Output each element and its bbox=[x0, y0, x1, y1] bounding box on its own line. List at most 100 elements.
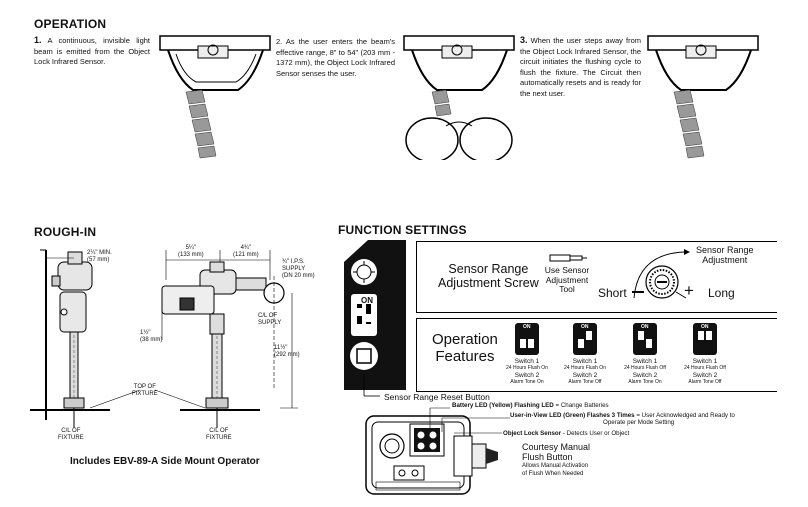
min-dimension: 2¼" MIN. (57 mm) bbox=[87, 250, 112, 264]
use-tool-label: Use Sensor Adjustment Tool bbox=[540, 265, 594, 295]
user-led-rest: = User Acknowledged and Ready to bbox=[634, 412, 735, 419]
sensor-range-line-1: Sensor Range bbox=[448, 262, 529, 276]
rough-in-caption: Includes EBV-89-A Side Mount Operator bbox=[70, 456, 260, 467]
dip-switch-icon bbox=[693, 323, 717, 355]
operation-features-line-2: Features bbox=[435, 348, 495, 365]
top-of-fixture-label: TOP OF FIXTURE bbox=[132, 384, 158, 398]
switch-2-desc: Alarm Tone On bbox=[628, 379, 662, 385]
top-of-fixture-line-1: TOP OF bbox=[133, 384, 156, 390]
sensor-range-reset-button-label: Sensor Range Reset Button bbox=[384, 392, 490, 402]
use-tool-line-3: Tool bbox=[559, 284, 575, 294]
switch-2-label: Switch 2 bbox=[572, 372, 598, 379]
dimension-d-mm: (292 mm) bbox=[274, 352, 300, 358]
step-text: A continuous, invisible light beam is em… bbox=[34, 36, 151, 66]
sensor-range-adjustment-screw: Sensor Range Adjustment Screw bbox=[438, 262, 539, 290]
step-number: 1. bbox=[34, 35, 42, 45]
sensor-range-box bbox=[416, 241, 777, 313]
dimension-b: 4¾" (121 mm) bbox=[233, 245, 259, 259]
dimension-a-inches: 5¼" bbox=[185, 245, 197, 251]
switch-on-label: ON bbox=[361, 296, 373, 305]
courtesy-line-4: of Flush When Needed bbox=[522, 471, 584, 477]
step-number: 3. bbox=[520, 35, 528, 45]
object-lock-sensor-note: Object Lock Sensor - Detects User or Obj… bbox=[503, 430, 629, 437]
cl-fixture-right-line-1: C/L OF bbox=[209, 428, 229, 434]
dip-switch-icon bbox=[633, 323, 657, 355]
sensor-range-dial-icon bbox=[633, 249, 690, 299]
cl-supply-line-2: SUPPLY bbox=[258, 320, 282, 326]
dimension-c-mm: (38 mm) bbox=[140, 337, 163, 343]
dimension-b-inches: 4¾" bbox=[240, 245, 252, 251]
dimension-c-inches: 1½" bbox=[140, 330, 151, 336]
switch-1-desc: 24 Hours Flush Off bbox=[684, 365, 726, 371]
switch-1-desc: 24 Hours Flush On bbox=[506, 365, 548, 371]
supply-line-2: SUPPLY bbox=[282, 266, 306, 272]
object-sensor-rest: - Detects User or Object bbox=[561, 430, 630, 437]
switch-1-desc: 24 Hours Flush On bbox=[564, 365, 606, 371]
dial-label-line-1: Sensor Range bbox=[696, 245, 754, 255]
side-mount-operator-illustration bbox=[365, 415, 498, 495]
switch-1-label: Switch 1 bbox=[572, 358, 598, 365]
courtesy-line-1: Courtesy Manual bbox=[522, 442, 591, 452]
dimension-d-inches: 11½" bbox=[274, 345, 288, 351]
courtesy-line-3: Allows Manual Activation bbox=[522, 463, 589, 469]
minus-icon bbox=[632, 291, 644, 293]
rough-in-heading: ROUGH-IN bbox=[34, 225, 97, 239]
step-number: 2. bbox=[276, 37, 283, 46]
min-dimension-mm: (57 mm) bbox=[87, 257, 110, 263]
cl-supply-line-1: C/L OF bbox=[258, 313, 278, 319]
dimension-b-mm: (121 mm) bbox=[233, 252, 259, 258]
user-led-rest-2: Operate per Mode Setting bbox=[603, 419, 675, 426]
dimension-d: 11½" (292 mm) bbox=[274, 345, 300, 359]
operation-features-box bbox=[416, 318, 777, 392]
switch-on-text: ON bbox=[701, 324, 709, 330]
operation-features-title: Operation Features bbox=[432, 331, 498, 365]
switch-2-desc: Alarm Tone Off bbox=[688, 379, 722, 385]
function-settings-heading: FUNCTION SETTINGS bbox=[338, 223, 467, 237]
dimension-c: 1½" (38 mm) bbox=[140, 330, 162, 344]
dimension-a-mm: (133 mm) bbox=[178, 252, 204, 258]
short-label: Short bbox=[598, 286, 627, 300]
switch-on-text: ON bbox=[581, 324, 589, 330]
battery-led-bold: Battery LED (Yellow) Flashing LED bbox=[452, 402, 554, 409]
courtesy-flush-note: Courtesy Manual Flush Button Allows Manu… bbox=[522, 442, 590, 478]
switch-on-text: ON bbox=[641, 324, 649, 330]
switch-1-label: Switch 1 bbox=[632, 358, 658, 365]
plus-icon: + bbox=[684, 281, 694, 300]
operation-features-line-1: Operation bbox=[432, 331, 498, 348]
dial-label: Sensor Range Adjustment bbox=[696, 245, 754, 265]
cl-fixture-left-line-2: FIXTURE bbox=[58, 435, 84, 441]
dimension-a: 5¼" (133 mm) bbox=[178, 245, 204, 259]
sensor-adjustment-tool-icon bbox=[549, 254, 587, 262]
sensor-beam-illustration-3 bbox=[647, 35, 759, 159]
courtesy-line-2: Flush Button bbox=[522, 452, 573, 462]
battery-led-note: Battery LED (Yellow) Flashing LED = Chan… bbox=[452, 402, 609, 409]
dip-switch-icon bbox=[515, 323, 539, 355]
top-of-fixture-line-2: FIXTURE bbox=[132, 391, 158, 397]
user-led-bold: User-in-View LED (Green) Flashes 3 Times bbox=[510, 412, 635, 419]
callout-leaders bbox=[429, 407, 510, 434]
cl-fixture-left-line-1: C/L OF bbox=[61, 428, 81, 434]
rough-in-diagram bbox=[30, 249, 298, 428]
switch-1-desc: 24 Hours Flush Off bbox=[624, 365, 666, 371]
cl-fixture-left: C/L OF FIXTURE bbox=[58, 428, 84, 442]
use-tool-line-1: Use Sensor bbox=[544, 265, 590, 275]
cl-supply-label: C/L OF SUPPLY bbox=[258, 313, 281, 327]
reset-leader-lines bbox=[363, 374, 380, 397]
battery-led-rest: = Change Batteries bbox=[553, 402, 609, 409]
operation-heading: OPERATION bbox=[34, 17, 107, 31]
supply-label: ¾" I.P.S. SUPPLY (DN 20 mm) bbox=[282, 259, 315, 280]
switch-2-desc: Alarm Tone On bbox=[510, 379, 544, 385]
switch-1-label: Switch 1 bbox=[692, 358, 718, 365]
supply-line-3: (DN 20 mm) bbox=[282, 273, 315, 279]
supply-line-1: ¾" I.P.S. bbox=[282, 259, 305, 265]
operation-step-1: 1. A continuous, invisible light beam is… bbox=[34, 35, 150, 68]
switch-2-label: Switch 2 bbox=[514, 372, 540, 379]
cl-fixture-right: C/L OF FIXTURE bbox=[206, 428, 232, 442]
use-tool-line-2: Adjustment bbox=[545, 274, 589, 285]
step-text: When the user steps away from the Object… bbox=[520, 36, 641, 98]
switch-2-label: Switch 2 bbox=[632, 372, 658, 379]
